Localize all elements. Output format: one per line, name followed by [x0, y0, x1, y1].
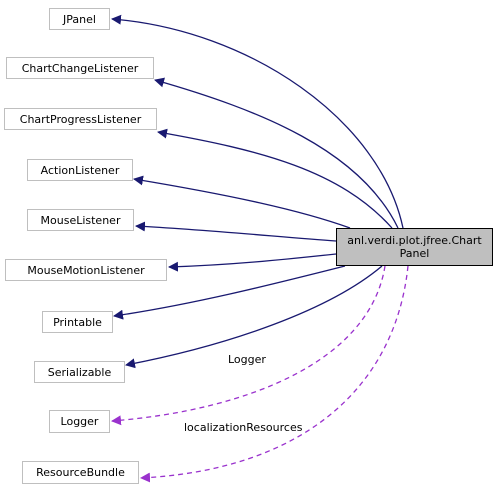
edge-action-listener — [133, 175, 351, 229]
node-chart-progress-listener-label: ChartProgressListener — [19, 112, 142, 126]
node-action-listener[interactable]: ActionListener — [27, 159, 133, 181]
edge-resource-bundle-usage — [140, 265, 409, 483]
node-chart-panel-line1: anl.verdi.plot.jfree.Chart — [347, 234, 482, 247]
node-mouse-listener-label: MouseListener — [40, 213, 121, 227]
node-mouse-motion-listener[interactable]: MouseMotionListener — [5, 259, 167, 281]
node-jpanel-label: JPanel — [63, 12, 96, 26]
node-logger[interactable]: Logger — [49, 410, 110, 433]
edge-serializable — [125, 265, 383, 369]
node-printable[interactable]: Printable — [42, 311, 113, 333]
edge-label-logger: Logger — [228, 353, 266, 366]
node-chart-panel[interactable]: anl.verdi.plot.jfree.Chart Panel — [336, 228, 493, 266]
node-resource-bundle-label: ResourceBundle — [36, 466, 125, 479]
node-action-listener-label: ActionListener — [40, 163, 120, 177]
node-printable-label: Printable — [53, 315, 102, 329]
node-resource-bundle[interactable]: ResourceBundle — [22, 461, 139, 484]
node-mouse-listener[interactable]: MouseListener — [27, 209, 134, 231]
edge-logger-usage — [111, 265, 386, 426]
node-chart-change-listener[interactable]: ChartChangeListener — [6, 57, 154, 79]
node-mouse-motion-listener-label: MouseMotionListener — [27, 263, 145, 277]
node-serializable-label: Serializable — [47, 365, 112, 379]
edge-chart-progress-listener — [157, 128, 393, 229]
node-chart-progress-listener[interactable]: ChartProgressListener — [4, 108, 157, 130]
edge-mouse-listener — [135, 221, 337, 242]
edge-label-localization-resources: localizationResources — [184, 421, 303, 434]
edge-mouse-motion-listener — [168, 253, 337, 272]
node-chart-panel-line2: Panel — [399, 247, 430, 260]
node-logger-label: Logger — [60, 415, 99, 428]
node-jpanel[interactable]: JPanel — [49, 8, 110, 30]
node-chart-change-listener-label: ChartChangeListener — [21, 61, 139, 75]
edge-chart-change-listener — [154, 77, 399, 229]
edge-jpanel — [111, 14, 404, 229]
node-serializable[interactable]: Serializable — [34, 361, 125, 383]
edge-printable — [113, 265, 346, 320]
